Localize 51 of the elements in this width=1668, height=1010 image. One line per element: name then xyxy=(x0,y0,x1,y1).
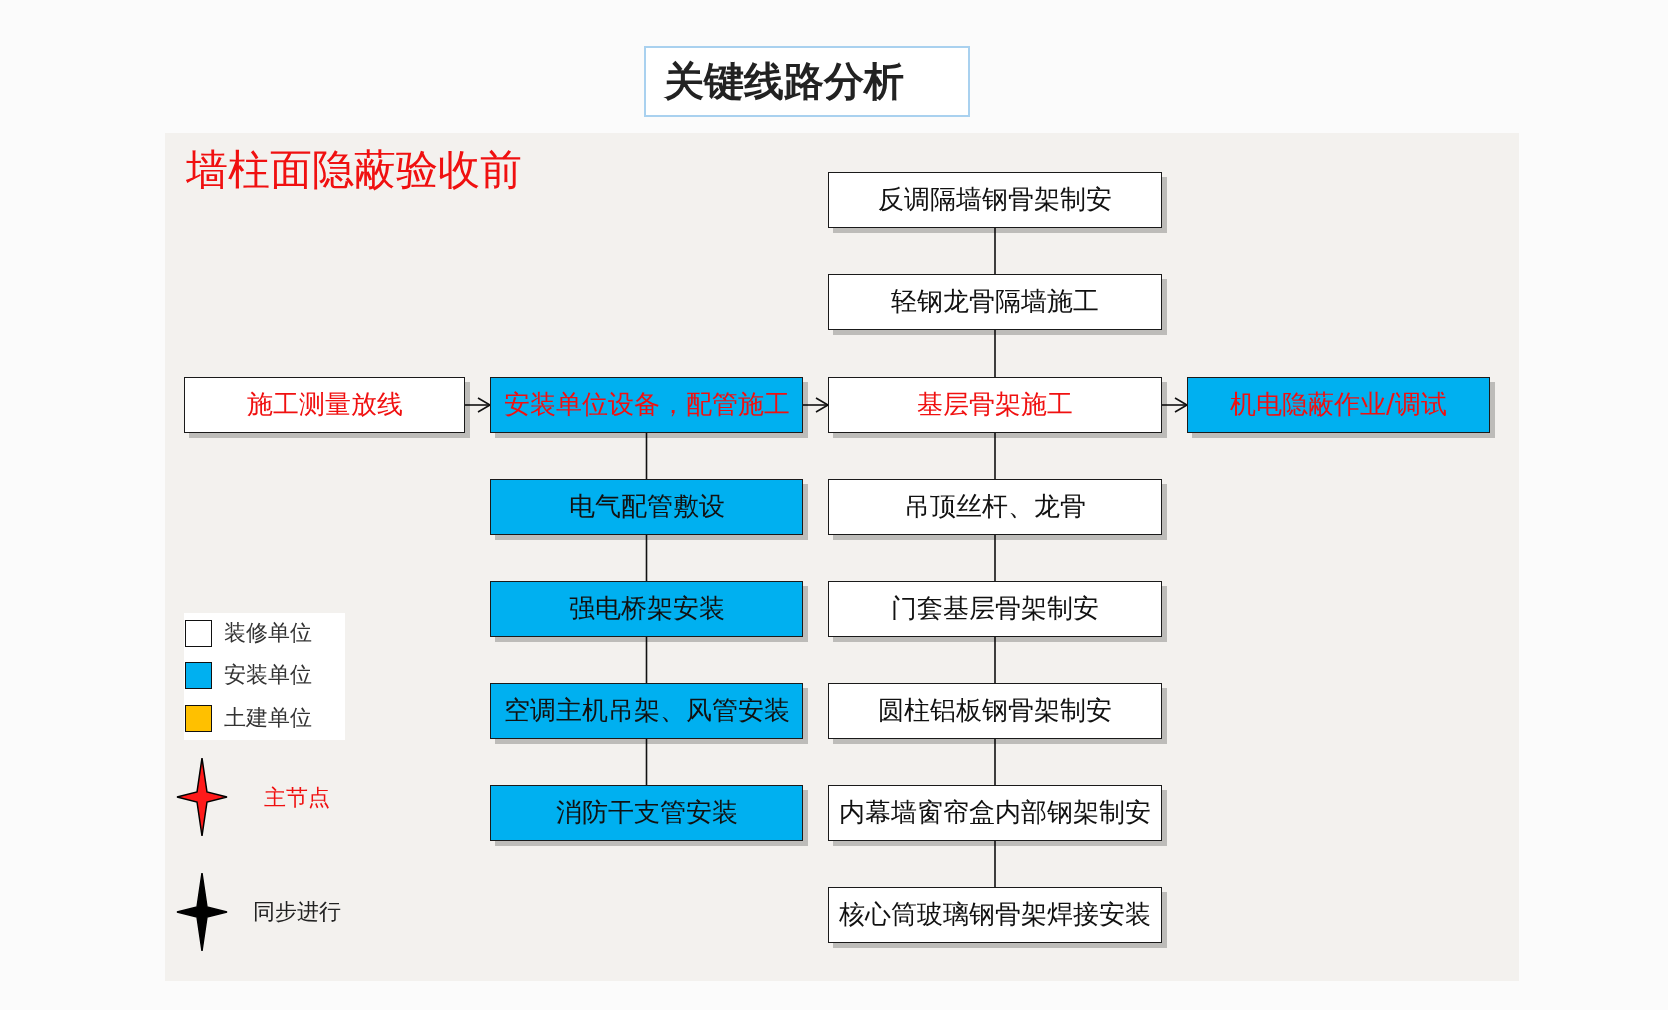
process-box xyxy=(490,581,803,637)
process-box xyxy=(828,172,1162,228)
process-box xyxy=(828,785,1162,841)
step-label: 施工测量放线 xyxy=(246,390,403,420)
connector-line xyxy=(994,738,996,786)
arrow xyxy=(802,397,829,413)
process-box xyxy=(828,581,1162,637)
connector-line xyxy=(994,636,996,684)
connector-line xyxy=(645,636,648,684)
connector-line xyxy=(994,534,996,582)
step-label: 基层骨架施工 xyxy=(917,390,1073,420)
step-label: 空调主机吊架、风管安装 xyxy=(503,696,790,726)
process-box xyxy=(828,887,1162,943)
arrow xyxy=(1161,397,1188,413)
step-label: 反调隔墙钢骨架制安 xyxy=(878,185,1112,215)
arrow xyxy=(464,397,491,413)
process-box xyxy=(828,479,1162,535)
step-label: 机电隐蔽作业/调试 xyxy=(1230,390,1447,420)
step-label: 门套基层骨架制安 xyxy=(891,594,1099,624)
step-label: 安装单位设备，配管施工 xyxy=(503,390,790,420)
connector-line xyxy=(645,534,648,582)
process-box xyxy=(490,683,803,739)
connector-line xyxy=(645,432,648,480)
connector-line xyxy=(645,738,648,786)
process-box xyxy=(490,479,803,535)
step-label: 核心筒玻璃钢骨架焊接安装 xyxy=(839,900,1151,930)
step-label: 电气配管敷设 xyxy=(568,492,725,522)
legend-label: 装修单位 xyxy=(224,620,312,646)
process-box xyxy=(184,377,465,433)
connector-line xyxy=(994,227,996,275)
process-box xyxy=(490,785,803,841)
process-box xyxy=(828,377,1162,433)
step-label: 吊顶丝杆、龙骨 xyxy=(904,492,1086,522)
legend-label: 安装单位 xyxy=(224,662,312,688)
legend-label: 主节点 xyxy=(264,785,330,811)
process-box xyxy=(490,377,803,433)
connector-line xyxy=(994,840,996,888)
step-label: 内幕墙窗帘盒内部钢架制安 xyxy=(839,798,1151,828)
process-box xyxy=(828,683,1162,739)
step-label: 强电桥架安装 xyxy=(568,594,725,624)
section-heading: 墙柱面隐蔽验收前 xyxy=(186,146,522,195)
legend-label: 同步进行 xyxy=(253,899,341,925)
step-label: 轻钢龙骨隔墙施工 xyxy=(891,287,1099,317)
connector-line xyxy=(994,432,996,480)
step-label: 消防干支管安装 xyxy=(555,798,738,828)
step-label: 圆柱铝板钢骨架制安 xyxy=(878,696,1112,726)
connector-line xyxy=(994,329,996,378)
title: 关键线路分析 xyxy=(644,46,970,117)
process-box xyxy=(1187,377,1490,433)
legend-label: 土建单位 xyxy=(224,705,312,731)
process-box xyxy=(828,274,1162,330)
